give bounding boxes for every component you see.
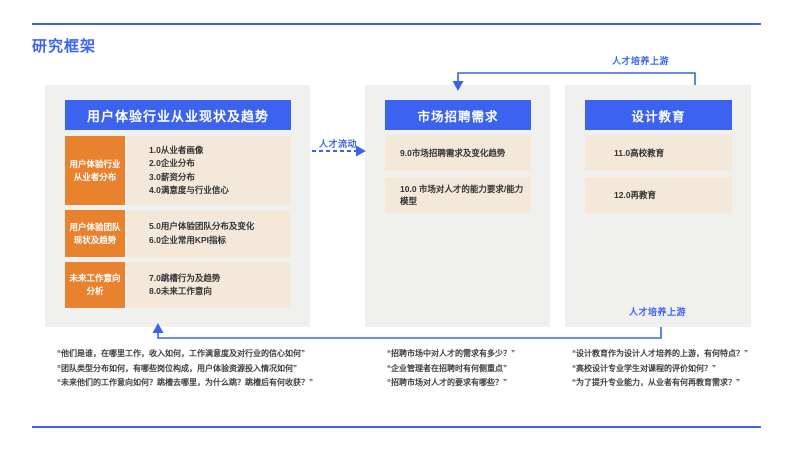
panel-industry-status: 用户体验行业从业现状及趋势 用户体验行业 从业者分布 1.0从业者画像 2.0企… xyxy=(45,85,310,327)
talent-upstream-bottom-label: 人才培养上游 xyxy=(629,307,687,317)
topic-item: 1.0从业者画像 xyxy=(149,144,204,155)
industry-row-label: 用户体验团队 现状及趋势 xyxy=(65,210,125,257)
industry-row-label: 未来工作意向 分析 xyxy=(65,262,125,308)
industry-row-content: 5.0用户体验团队分布及变化 6.0企业常用KPI指标 xyxy=(127,210,290,257)
industry-row-teams: 用户体验团队 现状及趋势 5.0用户体验团队分布及变化 6.0企业常用KPI指标 xyxy=(65,210,290,257)
education-topic-box: 11.0高校教育 xyxy=(585,135,732,171)
topic-item: 11.0高校教育 xyxy=(614,148,665,158)
panel-market-header: 市场招聘需求 xyxy=(385,100,531,130)
quote-line: “未来他们的工作意向如何？跳槽去哪里，为什么跳？跳槽后有何收获？” xyxy=(57,378,313,387)
quote-line: “团队类型分布如何，有哪些岗位构成，用户体验资源投入情况如何” xyxy=(57,363,297,373)
topic-item: 7.0跳槽行为及趋势 xyxy=(149,272,221,283)
topic-item: 9.0市场招聘需求及变化趋势 xyxy=(400,148,506,158)
topic-item: 12.0再教育 xyxy=(614,190,657,200)
talent-flow-label: 人才流动 xyxy=(318,139,357,149)
topic-item: 3.0薪资分布 xyxy=(149,171,195,182)
quote-line: “设计教育作为设计人才培养的上游，有何特点？” xyxy=(572,349,748,358)
quote-line: “高校设计专业学生对课程的评价如何？” xyxy=(572,363,716,373)
industry-row-content: 1.0从业者画像 2.0企业分布 3.0薪资分布 4.0满意度与行业信心 xyxy=(127,136,290,205)
quote-line: “他们是谁，在哪里工作，收入如何，工作满意度及对行业的信心如何” xyxy=(57,349,305,358)
quote-line: “企业管理者在招聘时有何侧重点” xyxy=(387,363,507,373)
panel-design-education: 设计教育 11.0高校教育 12.0再教育 xyxy=(565,85,751,327)
industry-row-practitioners: 用户体验行业 从业者分布 1.0从业者画像 2.0企业分布 3.0薪资分布 4.… xyxy=(65,136,290,205)
industry-row-label: 用户体验行业 从业者分布 xyxy=(65,136,125,205)
quotes-market: “招聘市场中对人才的需求有多少？” “企业管理者在招聘时有何侧重点” “招聘市场… xyxy=(387,347,587,391)
topic-item: 5.0用户体验团队分布及变化 xyxy=(149,221,255,231)
topic-item: 10.0 市场对人才的能力要求/能力模型 xyxy=(400,184,524,206)
panel-industry-header: 用户体验行业从业现状及趋势 xyxy=(65,100,291,130)
industry-row-future-intent: 未来工作意向 分析 7.0跳槽行为及趋势 8.0未来工作意向 xyxy=(65,262,290,308)
top-divider-line xyxy=(32,23,761,25)
topic-item: 2.0企业分布 xyxy=(149,158,195,168)
bottom-divider-line xyxy=(32,426,761,428)
panel-market-demand: 市场招聘需求 9.0市场招聘需求及变化趋势 10.0 市场对人才的能力要求/能力… xyxy=(365,85,550,327)
market-topic-box: 10.0 市场对人才的能力要求/能力模型 xyxy=(385,177,531,213)
topic-item: 6.0企业常用KPI指标 xyxy=(149,234,226,245)
quote-line: “招聘市场对人才的要求有哪些？” xyxy=(387,378,507,387)
quote-line: “招聘市场中对人才的需求有多少？” xyxy=(387,349,515,358)
quotes-industry: “他们是谁，在哪里工作，收入如何，工作满意度及对行业的信心如何” “团队类型分布… xyxy=(57,347,367,391)
market-topic-box: 9.0市场招聘需求及变化趋势 xyxy=(385,135,531,171)
industry-row-content: 7.0跳槽行为及趋势 8.0未来工作意向 xyxy=(127,262,290,308)
education-topic-box: 12.0再教育 xyxy=(585,177,732,213)
topic-item: 4.0满意度与行业信心 xyxy=(149,185,229,195)
page-title: 研究框架 xyxy=(32,38,97,55)
talent-upstream-top-label: 人才培养上游 xyxy=(612,56,670,66)
quote-line: “为了提升专业能力，从业者有何再教育需求？” xyxy=(572,378,740,387)
topic-item: 8.0未来工作意向 xyxy=(149,286,212,296)
quotes-education: “设计教育作为设计人才培养的上游，有何特点？” “高校设计专业学生对课程的评价如… xyxy=(572,347,790,391)
panel-education-header: 设计教育 xyxy=(585,100,732,130)
